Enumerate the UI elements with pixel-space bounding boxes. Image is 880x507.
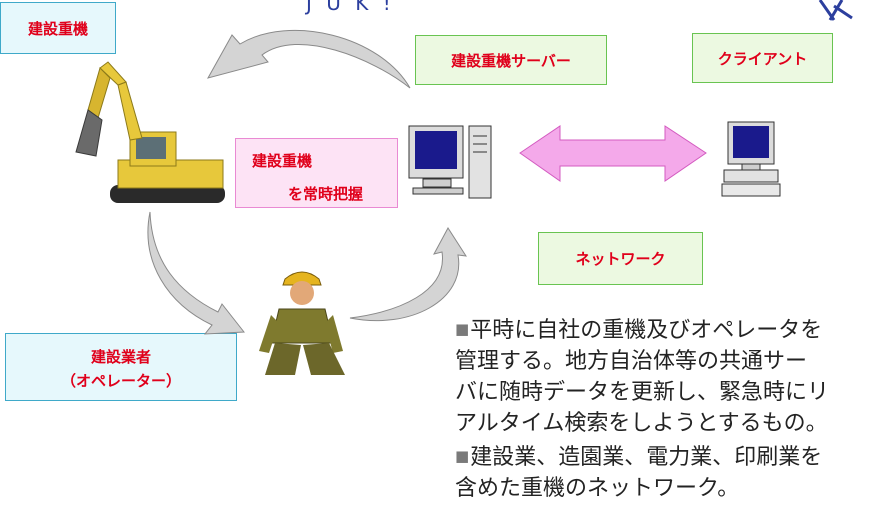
client-label-text: クライアント [717,49,808,68]
operator-icon [259,271,345,375]
status-label-line1: 建設重機 [252,152,313,170]
body-paragraph-2: ■建設業、造園業、電力業、印刷業を 含めた重機のネットワーク。 [455,441,880,504]
operator-label-line1: 建設業者 [90,348,151,366]
client-label: クライアント [692,33,833,83]
flow-arrow-top [206,30,411,89]
body-paragraph-1: ■平時に自社の重機及びオペレータを 管理する。地方自治体等の共通サー バに随時デ… [455,314,880,439]
logo-icon [818,0,853,21]
slide-title: J U K ! [306,0,395,15]
machinery-label-text: 建設重機 [27,19,88,38]
body-para2-line1: ■建設業、造園業、電力業、印刷業を [455,445,823,470]
network-label: ネットワーク [538,232,703,285]
server-label-text: 建設重機サーバー [451,51,571,70]
body-para1-line3: バに随時データを更新し、緊急時にリ [455,380,830,405]
body-para2-line2: 含めた重機のネットワーク。 [455,476,740,501]
network-double-arrow [519,125,707,182]
bullet-icon: ■ [455,320,470,338]
network-label-text: ネットワーク [575,250,666,268]
body-para1-line2: 管理する。地方自治体等の共通サー [455,349,808,374]
machinery-label: 建設重機 [0,2,116,54]
excavator-icon [75,61,225,203]
client-computer-icon [721,121,781,197]
server-computer-icon [408,125,492,199]
flow-arrow-right [349,227,467,322]
server-label: 建設重機サーバー [415,35,607,85]
bullet-icon: ■ [455,447,470,465]
body-para1-line4: アルタイム検索をしようとするもの。 [455,411,828,436]
status-label: 建設重機 を常時把握 [235,138,398,208]
flow-arrow-left [147,211,245,335]
operator-label-line2: （オペレーター） [60,372,181,390]
operator-label: 建設業者 （オペレーター） [5,333,237,401]
body-para1-line1: ■平時に自社の重機及びオペレータを [455,318,823,343]
status-label-line2: を常時把握 [288,185,364,203]
